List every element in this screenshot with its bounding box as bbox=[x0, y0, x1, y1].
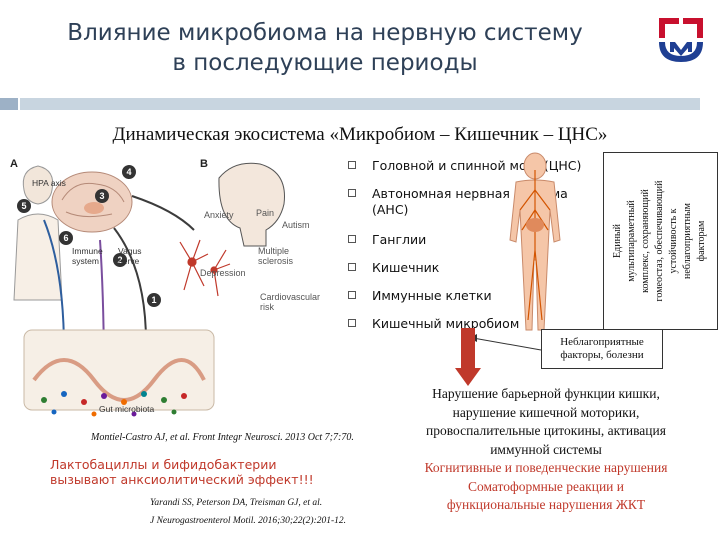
adverse-factors-box: Неблагоприятные факторы, болезни bbox=[541, 329, 663, 369]
accent-bar bbox=[0, 98, 700, 110]
slide-subtitle: Динамическая экосистема «Микробиом – Киш… bbox=[112, 124, 608, 145]
immune-system-label: Immune system bbox=[72, 246, 103, 266]
numbered-markers: 4 3 5 6 2 1 bbox=[17, 165, 161, 307]
marker-2: 2 bbox=[117, 255, 122, 265]
arrows-graphic bbox=[455, 328, 542, 386]
marker-4: 4 bbox=[126, 167, 131, 177]
multiple-sclerosis-label: Multiple sclerosis bbox=[258, 246, 294, 266]
slide-title: Влияние микробиома на нервную систему в … bbox=[20, 18, 630, 78]
callout-line1: Лактобациллы и бифидобактерии bbox=[50, 457, 277, 472]
homeostasis-line: факторам bbox=[696, 220, 707, 261]
hpa-axis-label: HPA axis bbox=[32, 178, 66, 188]
down-arrow-head bbox=[455, 368, 481, 386]
disorder-red-line: Когнитивные и поведенческие нарушения bbox=[424, 460, 668, 475]
list-item: Кишечник bbox=[344, 260, 604, 276]
disorder-line: иммунной системы bbox=[490, 441, 602, 457]
marker-3: 3 bbox=[99, 191, 104, 201]
panel-a-label: A bbox=[10, 158, 18, 170]
bullet-icon bbox=[348, 161, 356, 169]
slide-title-line2: в последующие периоды bbox=[172, 50, 478, 76]
stomach-shape bbox=[526, 218, 544, 232]
pain-label: Pain bbox=[256, 208, 275, 218]
list-item: Ганглии bbox=[344, 232, 604, 248]
list-item-label: Иммунные клетки bbox=[372, 288, 492, 303]
reference-yarandi-line1: Yarandi SS, Peterson DA, Treisman GJ, et… bbox=[150, 498, 323, 508]
homeostasis-line: неблагоприятным bbox=[682, 202, 693, 279]
university-logo bbox=[659, 18, 703, 62]
gut-brain-diagram: 4 3 5 6 2 1 bbox=[13, 162, 285, 417]
homeostasis-text: Единый мультипараметный комплекс, сохран… bbox=[612, 180, 707, 302]
marker-6: 6 bbox=[63, 233, 68, 243]
autism-label: Autism bbox=[282, 220, 310, 230]
bullet-icon bbox=[348, 235, 356, 243]
list-item: Кишечный микробиом bbox=[344, 316, 604, 332]
disorder-line: провоспалительные цитокины, активация bbox=[426, 423, 666, 438]
bacteria-dots bbox=[41, 391, 187, 417]
callout-line2: вызывают анксиолитический эффект!!! bbox=[50, 472, 314, 487]
gut-illustration bbox=[23, 329, 215, 411]
panel-b-label: B bbox=[200, 158, 208, 170]
cardiovascular-risk-label: Cardiovascular risk bbox=[260, 292, 321, 312]
list-item-label: Кишечный микробиом bbox=[372, 316, 520, 331]
bullet-icon bbox=[348, 263, 356, 271]
marker-1: 1 bbox=[151, 295, 156, 305]
depression-label: Depression bbox=[200, 268, 246, 278]
anxiety-label: Anxiety bbox=[204, 210, 234, 220]
list-item: Иммунные клетки bbox=[344, 288, 604, 304]
homeostasis-line: гомеостаз, обеспечивающий bbox=[654, 180, 665, 302]
disorders-text: Нарушение барьерной функции кишки, наруш… bbox=[386, 385, 706, 515]
bullet-icon bbox=[348, 291, 356, 299]
reference-yarandi: Yarandi SS, Peterson DA, Treisman GJ, et… bbox=[150, 494, 346, 530]
disorder-red-line: функциональные нарушения ЖКТ bbox=[446, 497, 646, 512]
list-item-label: Кишечник bbox=[372, 260, 440, 275]
disorder-red-line: Соматоформные реакции и bbox=[467, 478, 625, 494]
nerve-lines bbox=[519, 170, 551, 321]
pointer-line bbox=[472, 337, 542, 351]
gut-microbiota-label: Gut microbiota bbox=[99, 404, 155, 414]
homeostasis-line: мультипараметный bbox=[626, 200, 637, 282]
disorder-line: Нарушение барьерной функции кишки, bbox=[432, 386, 660, 401]
reference-montiel-castro: Montiel-Castro AJ, et al. Front Integr N… bbox=[91, 432, 354, 443]
vagus-nerve-label: Vagus nerve bbox=[118, 246, 142, 266]
panel-b-head bbox=[218, 162, 285, 247]
down-arrow-shaft bbox=[461, 328, 475, 370]
homeostasis-line: устойчивость к bbox=[668, 208, 679, 273]
bullet-icon bbox=[348, 189, 356, 197]
neuron-illustration bbox=[179, 239, 231, 297]
list-item-label: Ганглии bbox=[372, 232, 427, 247]
slide-title-line1: Влияние микробиома на нервную систему bbox=[67, 20, 583, 46]
gut-brain-figure: 4 3 5 6 2 1 bbox=[4, 150, 374, 535]
anxiolytic-callout: Лактобациллы и бифидобактерии вызывают а… bbox=[50, 457, 314, 487]
bullet-icon bbox=[348, 319, 356, 327]
accent-block bbox=[0, 98, 18, 110]
accent-divider bbox=[18, 96, 20, 112]
reference-yarandi-line2: J Neurogastroenterol Motil. 2016;30;22(2… bbox=[150, 516, 347, 526]
disorder-line: нарушение кишечной моторики, bbox=[452, 404, 640, 420]
body-silhouette bbox=[509, 152, 561, 331]
ecosystem-components-list: Головной и спинной мозг (ЦНС) Автономная… bbox=[344, 158, 604, 332]
homeostasis-line: комплекс, сохраняющий bbox=[640, 188, 651, 292]
marker-5: 5 bbox=[21, 201, 26, 211]
homeostasis-line: Единый bbox=[612, 223, 623, 258]
brain-illustration bbox=[51, 171, 133, 233]
